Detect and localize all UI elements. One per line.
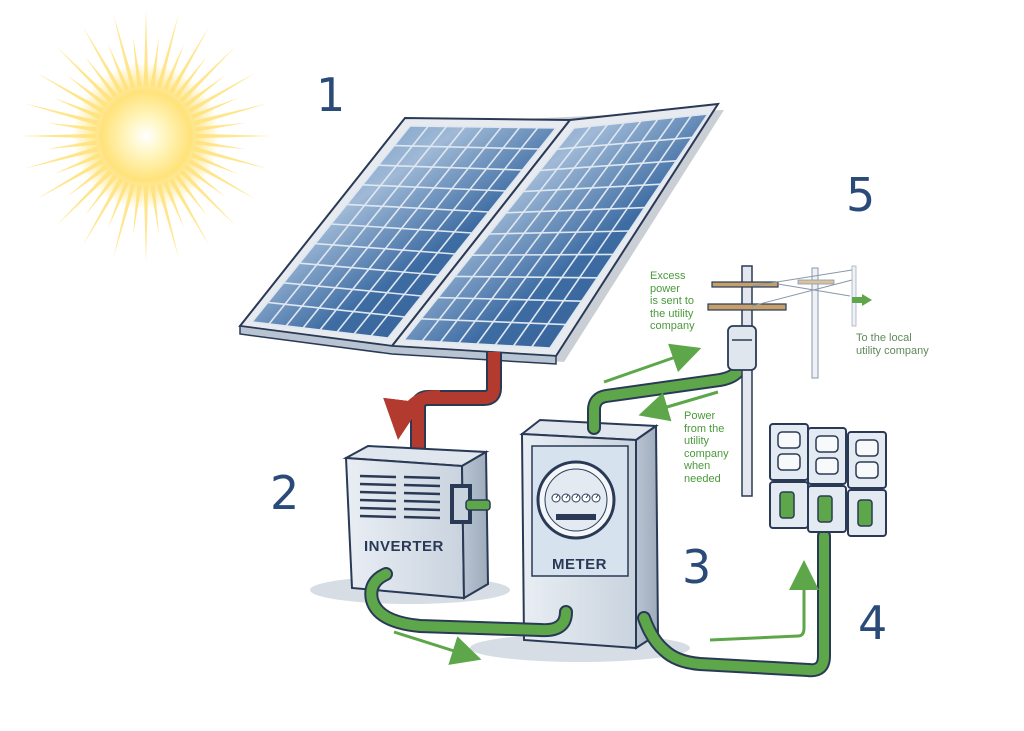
step-number-2: 2	[270, 466, 300, 520]
sun-icon	[20, 10, 272, 262]
household-outlets	[769, 423, 887, 537]
step-number-5: 5	[846, 168, 876, 222]
panel-cells-left	[251, 125, 557, 339]
local-utility-note: To the local utility company	[856, 332, 929, 357]
inverter-box	[310, 444, 510, 604]
inverter-label: INVERTER	[364, 538, 444, 555]
step-number-3: 3	[682, 540, 712, 594]
utility-poles	[707, 265, 872, 497]
panel-cells-right	[403, 113, 709, 349]
utility-power-note: Power from the utility company when need…	[684, 410, 729, 485]
step-number-1: 1	[316, 68, 346, 122]
meter-label: METER	[552, 556, 607, 573]
step-number-4: 4	[858, 596, 888, 650]
excess-power-note: Excess power is sent to the utility comp…	[650, 270, 695, 332]
dc-cable	[383, 352, 502, 460]
